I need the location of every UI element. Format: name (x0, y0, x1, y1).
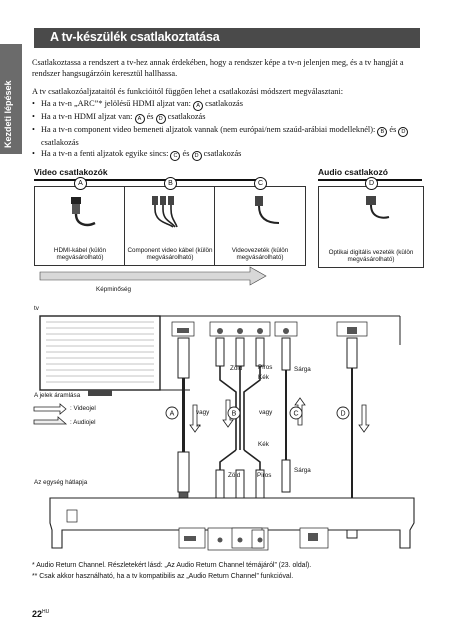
color-label-blue: Kék (258, 374, 269, 381)
audio-heading: Audio csatlakozó (318, 167, 388, 177)
video-cable-icon (255, 196, 280, 224)
cable-box-optical: D Optikai digitális vezeték (külön megvá… (318, 177, 424, 268)
legend-video-label: : Videojel (70, 405, 96, 412)
tv-ports (171, 321, 368, 337)
cable-label: HDMI-kábel (külön megvásárolható) (53, 246, 107, 262)
port-letter: A (170, 411, 175, 418)
optical-cable-icon (366, 196, 390, 219)
title-bar: A tv-készülék csatlakoztatása (34, 28, 420, 48)
or-label: vagy (259, 409, 273, 416)
cable-letter: B (164, 177, 177, 190)
page-number: 22HU (32, 609, 50, 619)
cable-letter: C (254, 177, 267, 190)
component-cable (215, 337, 265, 501)
legend-audio-label: : Audiojel (70, 419, 96, 426)
color-label-blue: Kék (258, 441, 269, 448)
bullet-item: Ha a tv-n component video bemeneti aljza… (32, 124, 424, 148)
cable-box-component: B Component video kábel (külön megvásáro… (124, 177, 216, 266)
color-label-yellow: Sárga (294, 366, 311, 373)
cable-label: Videovezeték (külön megvásárolható) (231, 246, 289, 262)
connection-letter: D (398, 126, 409, 137)
unit-back-label: Az egység hátlapja (34, 479, 88, 486)
port-letter: D (340, 411, 345, 418)
color-label-yellow: Sárga (294, 467, 311, 474)
cable-box-hdmi: A HDMI-kábel (külön megvásárolható) (34, 177, 126, 266)
connection-letter: C (170, 150, 181, 161)
color-label-red: Piros (258, 364, 273, 371)
color-label-green: Zöld (230, 365, 243, 372)
connection-letter: B (377, 126, 388, 137)
tv-label: tv (34, 305, 39, 312)
signal-flow-label: A jelek áramlása (34, 392, 81, 399)
cable-box-video: C Videovezeték (külön megvásárolható) (214, 177, 306, 266)
video-heading: Video csatlakozók (34, 167, 108, 177)
video-cable (281, 337, 291, 493)
port-letter: C (293, 411, 298, 418)
cable-label: Optikai digitális vezeték (külön megvásá… (328, 248, 414, 264)
unit-back-panel (49, 497, 415, 551)
body-text: Csatlakoztassa a rendszert a tv-hez anna… (32, 57, 424, 161)
port-letter: B (232, 411, 237, 418)
bullet-item: Ha a tv-n a fenti aljzatok egyike sincs:… (32, 148, 424, 161)
hdmi-cable (177, 337, 190, 513)
or-label: vagy (196, 409, 210, 416)
signal-arrows (189, 397, 370, 433)
footnote: ** Csak akkor használható, ha a tv kompa… (32, 572, 294, 580)
method-intro: A tv csatlakozóaljzataitól és funkcióitó… (32, 87, 344, 97)
cable-letter: A (74, 177, 87, 190)
color-label-red: Piros (257, 472, 272, 479)
quality-arrow (39, 266, 267, 286)
intro-paragraph: Csatlakoztassa a rendszert a tv-hez anna… (32, 58, 404, 79)
double-star-label: ** (196, 424, 201, 431)
page-title: A tv-készülék csatlakoztatása (50, 30, 220, 44)
connection-letter: D (191, 150, 202, 161)
legend-arrows (33, 403, 68, 425)
cable-label: Component video kábel (külön megvásárolh… (127, 246, 213, 262)
footnotes: * Audio Return Channel. Részletekért lás… (32, 561, 424, 582)
footnote: * Audio Return Channel. Részletekért lás… (32, 562, 312, 569)
color-label-green: Zöld (228, 472, 241, 479)
component-cable-icon (152, 196, 178, 228)
port-letter-circles (165, 406, 350, 420)
quality-label: Képminőség (96, 286, 132, 293)
cable-letter: D (365, 177, 378, 190)
bullet-list: Ha a tv-n „ARC”* jelölésű HDMI aljzat va… (32, 98, 424, 161)
side-tab: Kezdeti lépések (0, 44, 22, 154)
video-heading-rule (34, 179, 260, 181)
hdmi-cable-icon (71, 197, 96, 227)
